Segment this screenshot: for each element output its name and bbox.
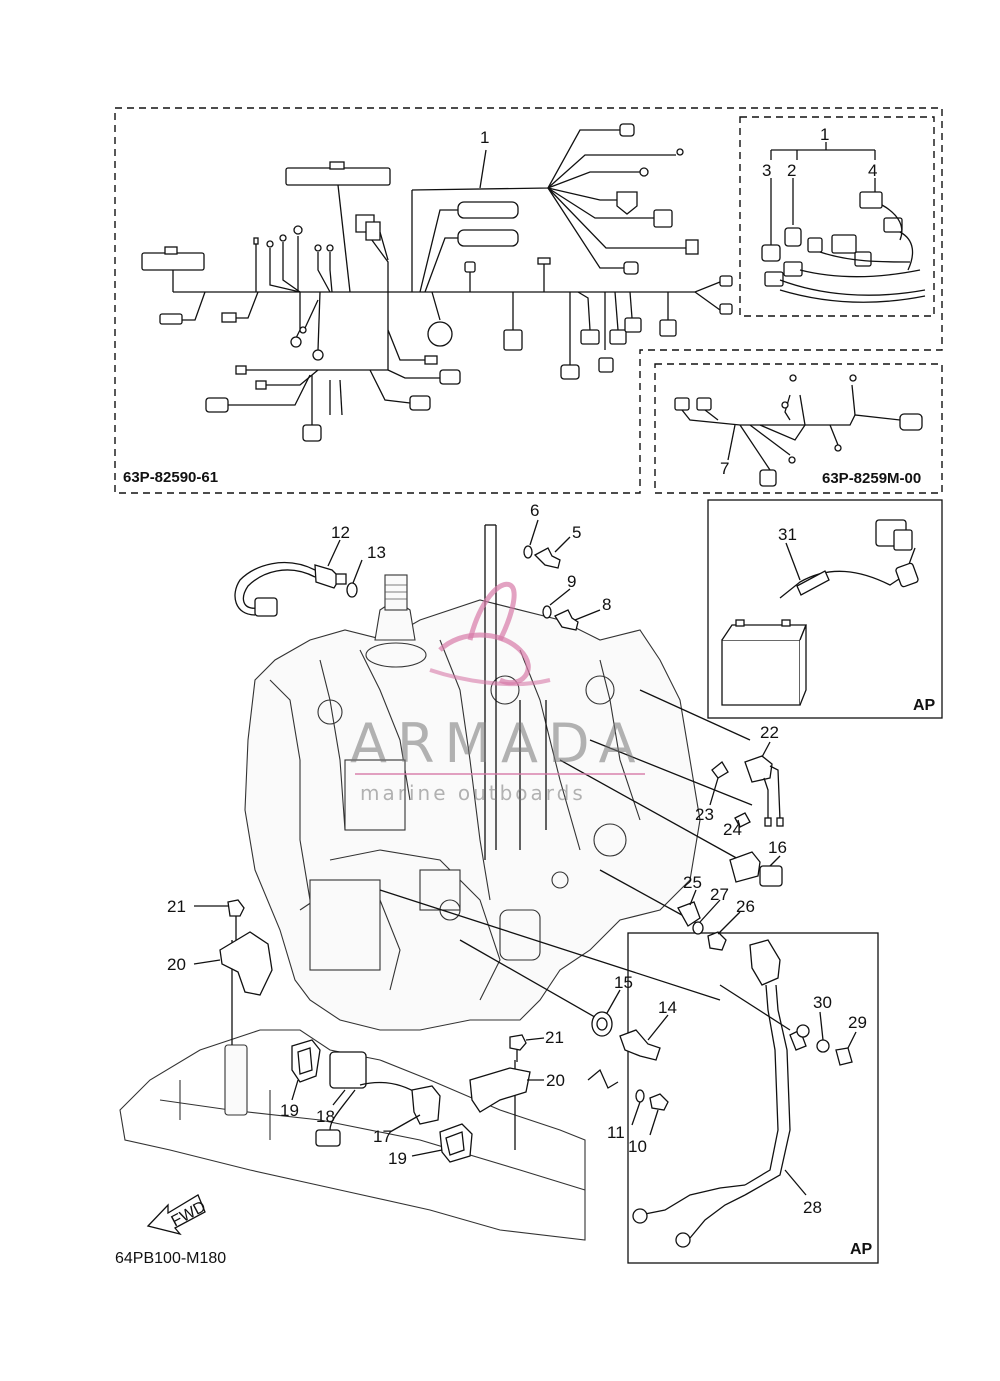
part-12-sensor: 12 — [234, 523, 350, 617]
cable-ap-box: AP 30 29 28 — [627, 932, 879, 1264]
watermark-brand: ARMADA — [350, 712, 646, 775]
callout-27: 27 — [710, 885, 729, 904]
callout-29: 29 — [848, 1013, 867, 1032]
callout-4: 4 — [868, 161, 877, 180]
callout-1-main: 1 — [480, 128, 489, 147]
callout-15: 15 — [614, 973, 633, 992]
callout-31: 31 — [778, 525, 797, 544]
callout-24: 24 — [723, 820, 742, 839]
parts-20-21-upper: 21 20 — [167, 897, 273, 996]
callout-20-lower: 20 — [546, 1071, 565, 1090]
callout-19-left: 19 — [280, 1101, 299, 1120]
callout-18: 18 — [316, 1107, 335, 1126]
callout-12: 12 — [331, 523, 350, 542]
diagram-code: 64PB100-M180 — [115, 1250, 226, 1267]
cable-ap-label: AP — [850, 1241, 873, 1258]
callout-2: 2 — [787, 161, 796, 180]
callout-21-lower: 21 — [545, 1028, 564, 1047]
callout-25: 25 — [683, 873, 702, 892]
callout-17: 17 — [373, 1127, 392, 1146]
part-16-sensor: 16 — [729, 838, 787, 887]
parts-17-18-19: 19 18 17 19 — [280, 1039, 473, 1168]
parts-5-6-8-9: 6 5 9 8 — [523, 501, 611, 631]
parts-14-15: 15 14 — [591, 973, 677, 1061]
main-harness-part-code: 63P-82590-61 — [123, 469, 218, 486]
callout-6: 6 — [530, 501, 539, 520]
callout-7: 7 — [720, 459, 729, 478]
callout-22: 22 — [760, 723, 779, 742]
callout-5: 5 — [572, 523, 581, 542]
battery-ap-box: AP 31 — [707, 499, 943, 719]
engine-block — [119, 524, 753, 1241]
callout-28: 28 — [803, 1198, 822, 1217]
callout-13: 13 — [367, 543, 386, 562]
main-harness-box: 63P-82590-61 — [114, 107, 943, 494]
sub-harness-box: 63P-8259M-00 7 — [654, 363, 943, 494]
callout-23: 23 — [695, 805, 714, 824]
parts-10-11: 11 10 — [587, 1068, 669, 1156]
callout-9: 9 — [567, 572, 576, 591]
sub-harness-part-code: 63P-8259M-00 — [822, 470, 921, 487]
part-13-gasket: 13 — [346, 543, 386, 598]
sensor-pigtail-part — [761, 191, 926, 303]
armada-watermark: ARMADA marine outboards — [350, 581, 646, 805]
callout-8: 8 — [602, 595, 611, 614]
harness-inset-box: 1 3 2 4 — [739, 116, 935, 317]
callout-10: 10 — [628, 1137, 647, 1156]
watermark-tagline: marine outboards — [360, 781, 586, 805]
callout-14: 14 — [658, 998, 677, 1017]
parts-22-23-24: 22 23 24 — [695, 723, 784, 839]
battery-ap-label: AP — [913, 697, 936, 714]
callout-11: 11 — [607, 1123, 625, 1142]
callout-3: 3 — [762, 161, 771, 180]
fwd-arrow: FWD — [146, 1194, 209, 1236]
callout-26: 26 — [736, 897, 755, 916]
main-wire-harness: 1 — [141, 123, 733, 442]
callout-19-right: 19 — [388, 1149, 407, 1168]
callout-21-upper: 21 — [167, 897, 186, 916]
callout-20-upper: 20 — [167, 955, 186, 974]
parts-20-21-lower: 21 20 — [469, 1028, 565, 1113]
callout-30: 30 — [813, 993, 832, 1012]
parts-25-26-27: 25 27 26 — [677, 873, 755, 951]
callout-1-inset: 1 — [820, 125, 829, 144]
callout-16: 16 — [768, 838, 787, 857]
